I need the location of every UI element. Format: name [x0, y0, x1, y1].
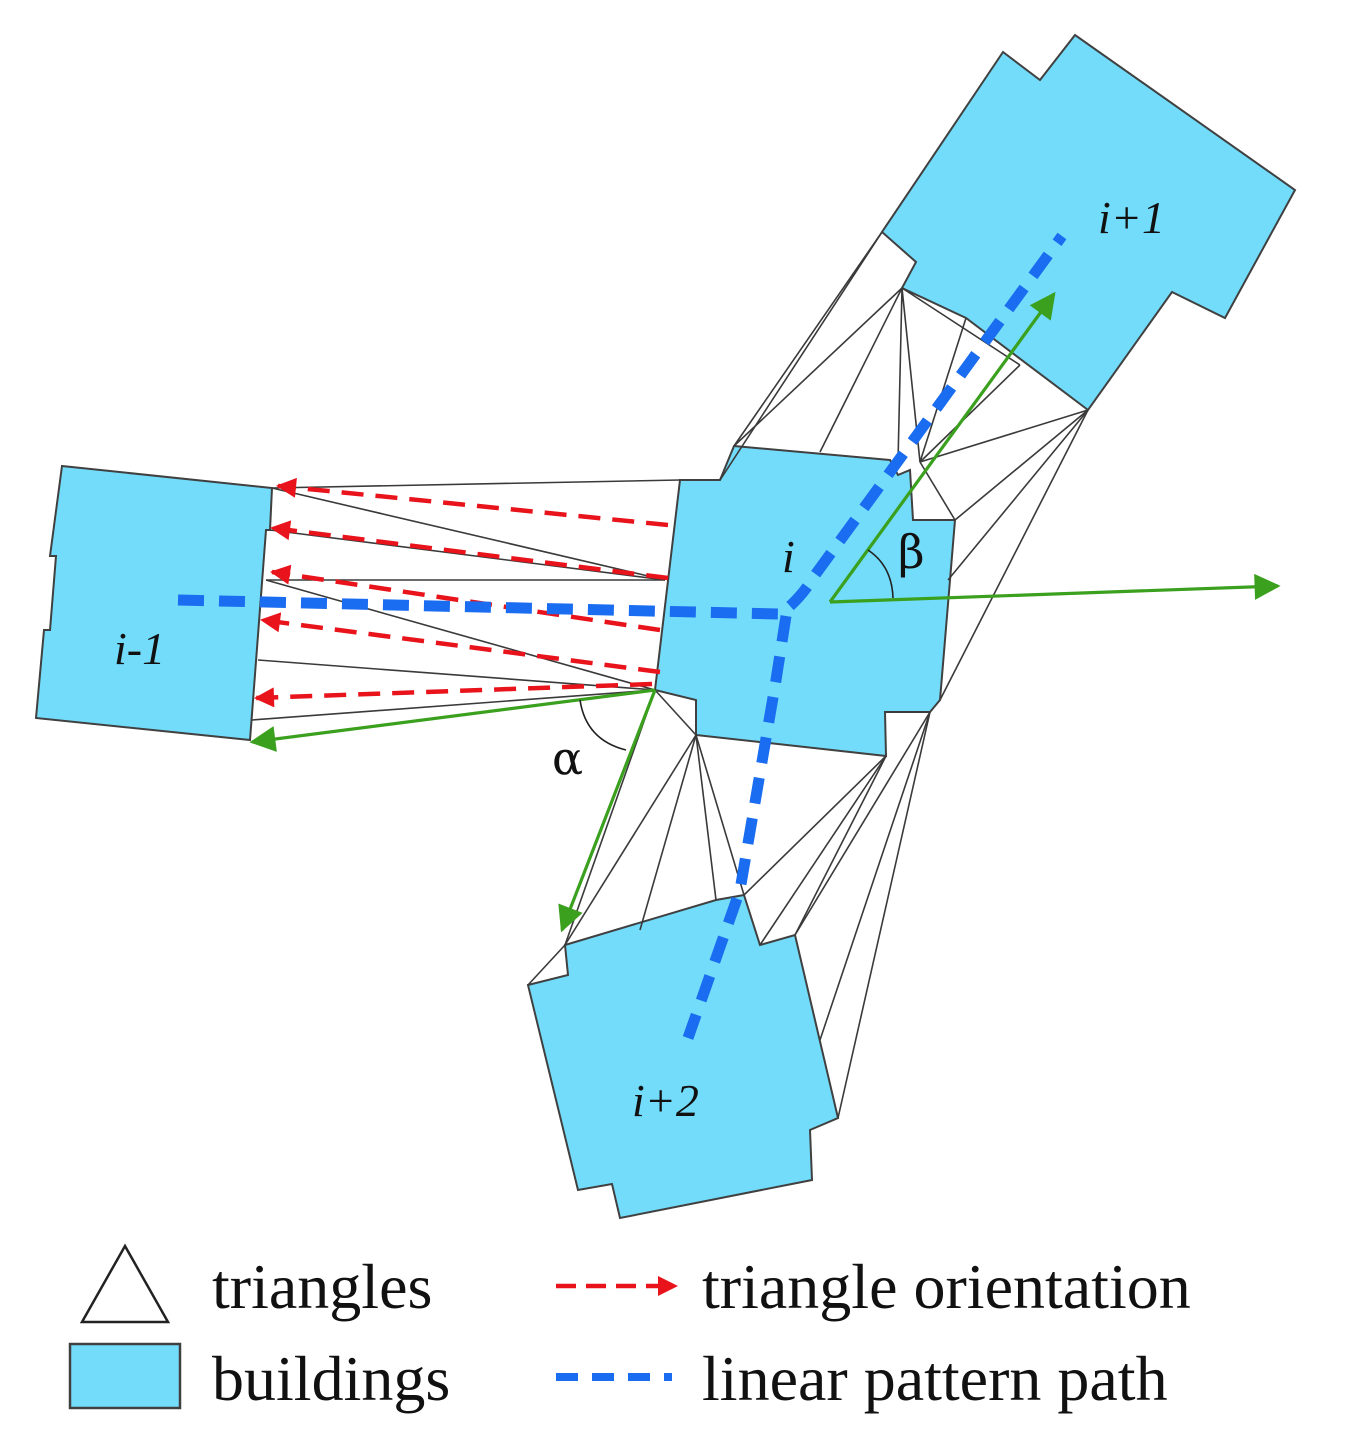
vector-to-next2	[558, 689, 657, 933]
label-building-next2: i+2	[632, 1075, 699, 1126]
angle-arcs	[579, 549, 894, 751]
vector-to-next	[828, 291, 1056, 603]
building-next	[880, 33, 1297, 412]
vector-to-prev	[249, 688, 656, 752]
building-prev	[34, 464, 274, 742]
triangulation-mesh	[251, 231, 1089, 1119]
triangle-orientation-arrows	[254, 477, 669, 708]
legend-label-buildings: buildings	[212, 1343, 450, 1414]
label-alpha: α	[552, 731, 583, 785]
label-beta: β	[898, 525, 925, 579]
beta-arc	[867, 549, 894, 599]
building-next2	[526, 893, 840, 1220]
buildings-layer	[34, 33, 1297, 1220]
building-labels: i-1 i i+1 i+2	[114, 192, 1165, 1126]
legend-label-linear-pattern-path: linear pattern path	[702, 1343, 1168, 1414]
legend-label-triangles: triangles	[212, 1251, 432, 1322]
label-building-current: i	[782, 531, 795, 582]
legend-label-triangle-orientation: triangle orientation	[702, 1251, 1191, 1322]
label-building-next: i+1	[1098, 192, 1165, 243]
vector-reference	[829, 573, 1281, 604]
triangle-outline-icon	[79, 1243, 171, 1324]
alpha-arc	[579, 699, 627, 751]
direction-vectors	[249, 291, 1281, 933]
building-swatch-icon	[68, 1342, 182, 1410]
linear-pattern-path	[177, 232, 1067, 1040]
legend: triangles buildings triangle orientation…	[68, 1243, 1191, 1414]
label-building-prev: i-1	[114, 623, 165, 674]
